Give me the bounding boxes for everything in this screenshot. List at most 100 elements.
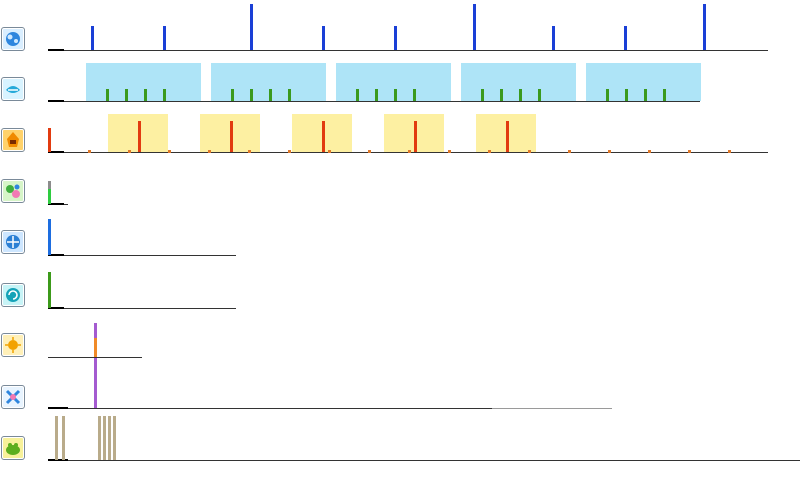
- mixed-event-bar[interactable]: [94, 358, 97, 408]
- water-event-bar[interactable]: [91, 26, 95, 50]
- water-event-bar[interactable]: [624, 26, 627, 50]
- flower-cluster-glyph: [6, 184, 20, 198]
- wind-event-bar[interactable]: [644, 89, 647, 101]
- fire-marker-dot[interactable]: [688, 150, 691, 153]
- wind-event-bar[interactable]: [394, 89, 397, 101]
- earth-event-bar[interactable]: [98, 416, 101, 460]
- fire-event-bar[interactable]: [230, 121, 233, 152]
- water-event-bar[interactable]: [552, 26, 555, 50]
- vortex-swirl-glyph: [6, 288, 20, 302]
- nature-lane-baseline-start: [48, 203, 64, 205]
- fire-marker-dot[interactable]: [648, 150, 651, 153]
- earth-frog-icon[interactable]: [1, 436, 25, 460]
- flower-cluster-icon[interactable]: [1, 179, 25, 203]
- mixed-lane-baseline-faded: [492, 408, 612, 409]
- wind-event-bar[interactable]: [163, 89, 166, 101]
- fire-event-bar[interactable]: [414, 121, 417, 152]
- wind-cloud-glyph: [6, 86, 20, 93]
- water-splash-icon[interactable]: [1, 27, 25, 51]
- nature-event-bar-lower[interactable]: [48, 189, 51, 204]
- wind-lane-baseline: [48, 101, 700, 102]
- fire-event-bar[interactable]: [138, 121, 141, 152]
- wind-event-bar[interactable]: [288, 89, 291, 101]
- fire-event-bar[interactable]: [506, 121, 509, 152]
- wind-region[interactable]: [461, 63, 576, 101]
- wind-event-bar[interactable]: [500, 89, 503, 101]
- vortex-event-bar[interactable]: [48, 272, 51, 308]
- wind-region[interactable]: [336, 63, 451, 101]
- earth-lane-baseline: [48, 460, 800, 461]
- fire-marker-dot[interactable]: [448, 150, 451, 153]
- vortex-lane-baseline-start: [48, 307, 64, 309]
- wind-event-bar[interactable]: [106, 89, 109, 101]
- water-splash-glyph: [6, 32, 20, 46]
- fire-marker-dot[interactable]: [568, 150, 571, 153]
- fire-marker-dot[interactable]: [168, 150, 171, 153]
- fire-marker-dot[interactable]: [208, 150, 211, 153]
- water-event-bar[interactable]: [321, 26, 325, 50]
- ice-event-bar[interactable]: [48, 219, 51, 255]
- sunlight-burst-icon[interactable]: [1, 333, 25, 357]
- fire-marker-dot[interactable]: [528, 150, 531, 153]
- ice-lane-baseline-start: [48, 254, 64, 256]
- earth-event-bar[interactable]: [62, 416, 65, 460]
- water-event-bar[interactable]: [163, 26, 167, 50]
- mixed-lane-baseline-start: [48, 407, 68, 409]
- vortex-lane-baseline: [48, 308, 236, 309]
- wind-lane-baseline-start: [48, 100, 64, 102]
- ice-lane-baseline: [48, 255, 236, 256]
- water-event-bar[interactable]: [472, 4, 476, 50]
- wind-event-bar[interactable]: [413, 89, 416, 101]
- fire-marker-dot[interactable]: [608, 150, 611, 153]
- wind-event-bar[interactable]: [125, 89, 128, 101]
- wind-event-bar[interactable]: [231, 89, 234, 101]
- light-event-bar-upper[interactable]: [94, 323, 97, 338]
- water-lane-baseline: [48, 50, 768, 51]
- fire-event-bar[interactable]: [322, 121, 325, 152]
- earth-lane-baseline-start: [48, 459, 68, 461]
- fire-marker-dot[interactable]: [488, 150, 491, 153]
- wind-event-bar[interactable]: [663, 89, 666, 101]
- fire-marker-dot[interactable]: [88, 150, 91, 153]
- wind-event-bar[interactable]: [356, 89, 359, 101]
- fire-marker-dot[interactable]: [248, 150, 251, 153]
- wind-cloud-icon[interactable]: [1, 77, 25, 101]
- water-event-bar[interactable]: [703, 4, 707, 50]
- light-event-bar-lower[interactable]: [94, 338, 97, 357]
- earth-event-bar[interactable]: [108, 416, 111, 460]
- fire-marker-dot[interactable]: [328, 150, 331, 153]
- cross-burst-icon[interactable]: [1, 385, 25, 409]
- earth-event-bar[interactable]: [103, 416, 106, 460]
- light-lane-baseline: [48, 357, 142, 358]
- wind-event-bar[interactable]: [144, 89, 147, 101]
- nature-event-bar-upper[interactable]: [48, 181, 51, 189]
- wind-region[interactable]: [211, 63, 326, 101]
- ice-crystal-icon[interactable]: [1, 230, 25, 254]
- fire-marker-dot[interactable]: [288, 150, 291, 153]
- wind-event-bar[interactable]: [375, 89, 378, 101]
- cross-burst-glyph: [5, 389, 21, 405]
- fire-marker-dot[interactable]: [368, 150, 371, 153]
- fire-marker-dot[interactable]: [408, 150, 411, 153]
- fire-marker-dot[interactable]: [728, 150, 731, 153]
- wind-event-bar[interactable]: [625, 89, 628, 101]
- water-event-bar[interactable]: [393, 26, 397, 50]
- wind-event-bar[interactable]: [606, 89, 609, 101]
- fire-face-glyph: [7, 132, 19, 147]
- fire-marker-dot[interactable]: [128, 150, 131, 153]
- wind-event-bar[interactable]: [538, 89, 541, 101]
- wind-event-bar[interactable]: [250, 89, 253, 101]
- water-event-bar[interactable]: [249, 4, 253, 50]
- ice-crystal-glyph: [6, 235, 20, 249]
- earth-event-bar[interactable]: [55, 416, 58, 460]
- earth-event-bar[interactable]: [113, 416, 116, 460]
- wind-event-bar[interactable]: [519, 89, 522, 101]
- wind-event-bar[interactable]: [481, 89, 484, 101]
- vortex-swirl-icon[interactable]: [1, 283, 25, 307]
- wind-event-bar[interactable]: [269, 89, 272, 101]
- fire-start-bar[interactable]: [48, 128, 51, 152]
- wind-region[interactable]: [586, 63, 701, 101]
- wind-region[interactable]: [86, 63, 201, 101]
- fire-face-icon[interactable]: [1, 128, 25, 152]
